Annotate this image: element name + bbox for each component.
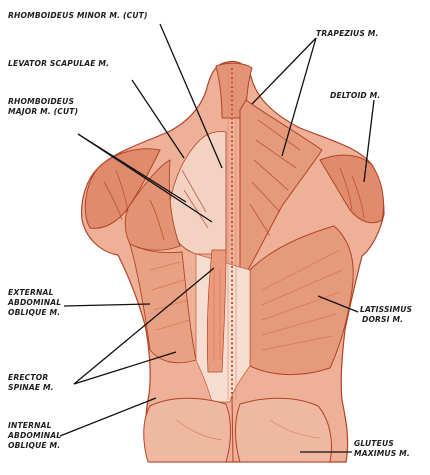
label-external-oblique-line3: OBLIQUE M. (8, 308, 60, 317)
label-rhomboideus-major-line1: RHOMBOIDEUS (8, 97, 74, 106)
label-erector-line2: SPINAE M. (8, 383, 54, 392)
label-rhomboideus-major-line2: MAJOR M. (CUT) (8, 107, 78, 116)
label-internal-oblique-line3: OBLIQUE M. (8, 441, 60, 450)
leader-external-oblique (64, 304, 150, 306)
label-trapezius: TRAPEZIUS M. (316, 29, 379, 38)
label-latissimus-line2: DORSI M. (362, 315, 403, 324)
label-external-oblique-line1: EXTERNAL (8, 288, 54, 297)
label-erector-line1: ERECTOR (8, 373, 48, 382)
label-rhomboideus-minor: RHOMBOIDEUS MINOR M. (CUT) (8, 11, 148, 20)
erector-spinae-left (207, 250, 226, 372)
label-gluteus-line1: GLUTEUS (354, 439, 394, 448)
leader-internal-oblique (60, 398, 156, 436)
label-external-oblique-line2: ABDOMINAL (7, 298, 61, 307)
label-gluteus-line2: MAXIMUS M. (354, 449, 410, 458)
label-internal-oblique-line1: INTERNAL (8, 421, 52, 430)
label-latissimus-line1: LATISSIMUS (360, 305, 413, 314)
gluteus-maximus-left (144, 398, 231, 462)
label-deltoid: DELTOID M. (330, 91, 380, 100)
label-internal-oblique-line2: ABDOMINAL (7, 431, 61, 440)
back-torso-illustration (82, 62, 384, 462)
label-levator-scapulae: LEVATOR SCAPULAE M. (8, 59, 109, 68)
